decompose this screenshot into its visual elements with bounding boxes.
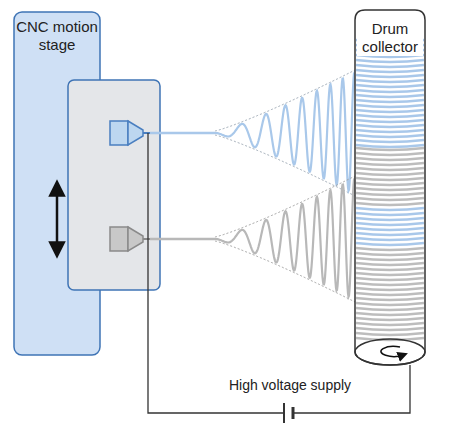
fiber-winding xyxy=(356,218,424,220)
fiber-winding xyxy=(356,90,424,92)
fiber-winding xyxy=(356,140,424,142)
gray-jet xyxy=(150,167,373,311)
fiber-winding xyxy=(356,278,424,280)
fiber-winding xyxy=(356,298,424,300)
rotation-arrow xyxy=(381,346,403,356)
drum-end xyxy=(355,339,425,365)
fiber-winding xyxy=(356,60,424,62)
fiber-winding xyxy=(356,168,424,170)
fiber-winding xyxy=(356,193,424,195)
fiber-winding xyxy=(356,208,424,210)
fiber-winding xyxy=(356,145,424,147)
fiber-winding xyxy=(356,70,424,72)
fiber-winding xyxy=(356,110,424,112)
fiber-winding xyxy=(356,115,424,117)
fiber-winding xyxy=(356,183,424,185)
fiber-winding xyxy=(356,153,424,155)
fiber-winding xyxy=(356,308,424,310)
jets xyxy=(150,61,373,311)
fiber-winding xyxy=(356,333,424,335)
fiber-winding xyxy=(356,120,424,122)
fiber-winding xyxy=(356,243,424,245)
drum-fill xyxy=(355,10,425,365)
fiber-winding xyxy=(356,238,424,240)
supply-label: High voltage supply xyxy=(226,377,354,394)
fiber-winding xyxy=(356,163,424,165)
node-label: Drum collector xyxy=(357,20,423,56)
fiber-windings xyxy=(356,40,424,340)
fiber-winding xyxy=(356,273,424,275)
fiber-winding xyxy=(356,323,424,325)
supply-wire xyxy=(148,133,410,423)
motion-arrow xyxy=(56,188,59,250)
fiber-winding xyxy=(356,248,424,250)
fiber-winding xyxy=(356,85,424,87)
fiber-winding xyxy=(356,318,424,320)
fiber-winding xyxy=(356,148,424,150)
node-label-wrap: CNC motion stage xyxy=(16,18,98,54)
fiber-winding xyxy=(356,263,424,265)
node-label: CNC motion stage xyxy=(16,18,98,53)
fiber-winding xyxy=(356,258,424,260)
motion-stage: CNC motion stage xyxy=(14,12,100,355)
fiber-winding xyxy=(356,213,424,215)
fiber-winding xyxy=(356,80,424,82)
fiber-winding xyxy=(356,125,424,127)
fiber-winding xyxy=(356,288,424,290)
fiber-winding xyxy=(356,268,424,270)
fiber-winding xyxy=(356,173,424,175)
fiber-winding xyxy=(356,203,424,205)
drum-collector: Drum collector xyxy=(355,8,425,370)
fiber-winding xyxy=(356,188,424,190)
fiber-winding xyxy=(356,130,424,132)
fiber-winding xyxy=(356,228,424,230)
nozzle-gray xyxy=(110,227,150,251)
fiber-winding xyxy=(356,293,424,295)
fiber-winding xyxy=(356,100,424,102)
fiber-winding xyxy=(356,313,424,315)
nozzle-blue xyxy=(110,121,150,145)
node-label-wrap: Drum collector xyxy=(357,20,423,56)
fiber-winding xyxy=(356,65,424,67)
fiber-winding xyxy=(356,105,424,107)
fiber-winding xyxy=(356,233,424,235)
drum-outline xyxy=(355,10,425,365)
fiber-winding xyxy=(356,253,424,255)
fiber-winding xyxy=(356,95,424,97)
fiber-winding xyxy=(356,178,424,180)
carriage xyxy=(68,80,160,290)
fiber-winding xyxy=(356,198,424,200)
fiber-winding xyxy=(356,75,424,77)
fiber-winding xyxy=(356,303,424,305)
fiber-winding xyxy=(356,158,424,160)
fiber-winding xyxy=(356,283,424,285)
fiber-winding xyxy=(356,328,424,330)
fiber-winding xyxy=(356,223,424,225)
fiber-winding xyxy=(356,135,424,137)
